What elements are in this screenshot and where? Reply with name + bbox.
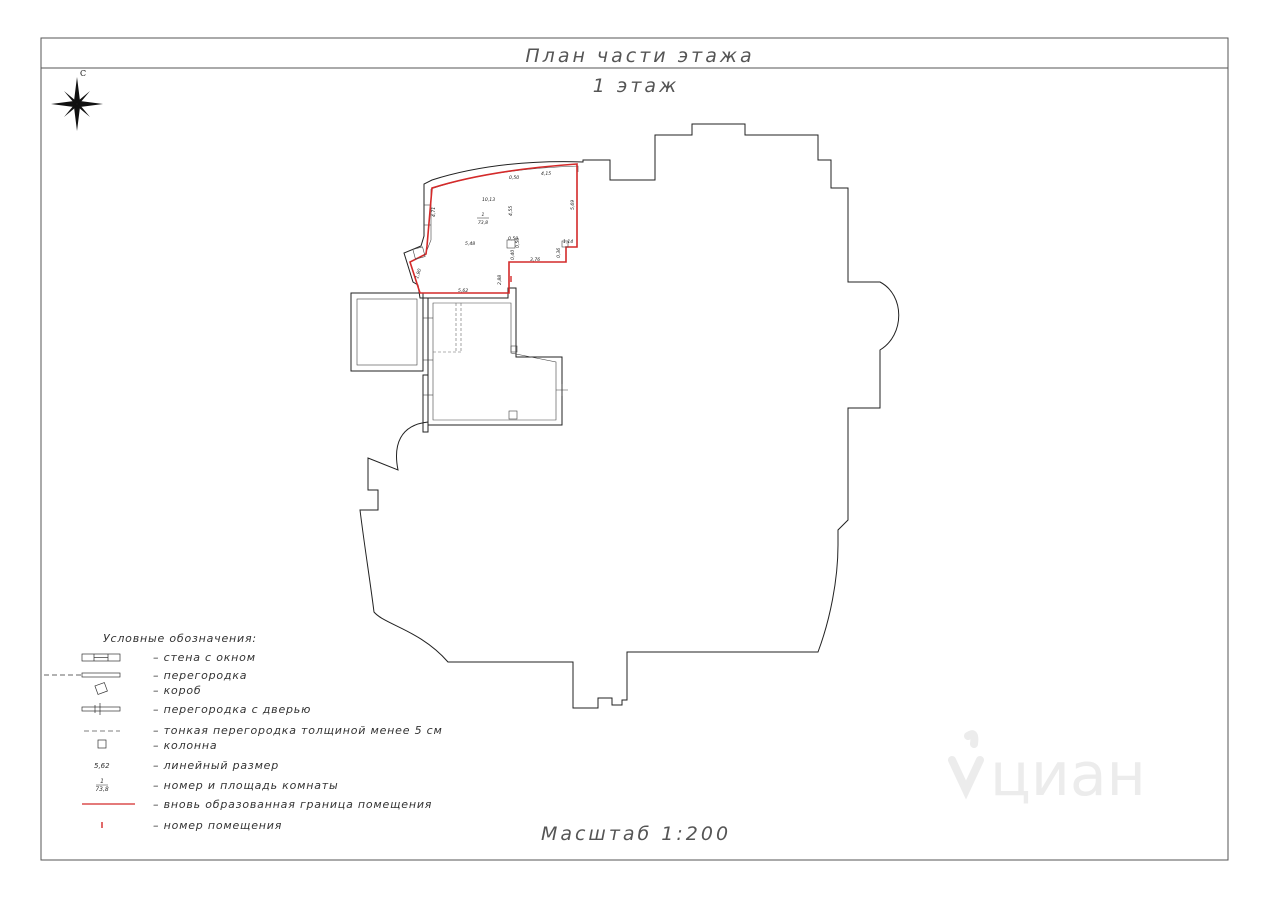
adjacent-room-walls — [427, 287, 563, 426]
dim-label: 5,48 — [465, 241, 475, 247]
room-column — [506, 239, 516, 249]
north-compass-icon: С — [51, 69, 103, 131]
legend-symbol-wall-window — [81, 653, 121, 662]
legend-text: – перегородка — [153, 669, 247, 682]
dim-label: 10,13 — [482, 197, 495, 203]
column-2 — [508, 410, 518, 420]
legend-text: – колонна — [153, 739, 217, 752]
adjacent-room-inner — [432, 302, 557, 421]
legend-text: – перегородка с дверью — [153, 703, 311, 716]
column-1 — [510, 345, 518, 353]
legend-symbol-dimension: 5,62 — [94, 762, 110, 770]
floor-label: 1 этаж — [593, 75, 679, 97]
svg-text:1: 1 — [100, 778, 104, 785]
svg-text:73,8: 73,8 — [95, 786, 109, 793]
dim-label: 0,50 — [515, 238, 521, 248]
duct-box — [412, 246, 426, 260]
dashed-partition — [433, 303, 462, 353]
scale-label: Масштаб 1:200 — [541, 823, 731, 845]
legend-title: Условные обозначения: — [103, 632, 257, 645]
balcony-outer — [350, 292, 424, 372]
dim-label: 0,36 — [556, 248, 562, 258]
watermark-text: циан — [990, 740, 1146, 810]
watermark: циан — [948, 730, 1146, 810]
dim-label: 0,40 — [510, 250, 516, 260]
legend-text: – линейный размер — [153, 759, 279, 772]
dim-label: 5,62 — [458, 288, 468, 294]
legend-symbol-partition — [44, 672, 121, 678]
legend-symbol-duct — [94, 682, 108, 695]
drawing-frame — [40, 37, 1229, 861]
dim-label: 3,76 — [530, 257, 540, 263]
legend: Условные обозначения: – стена с окном – … — [44, 632, 443, 832]
dim-label: 2,88 — [497, 275, 503, 285]
legend-symbol-column — [97, 739, 107, 749]
north-label: С — [80, 69, 86, 78]
dim-label: 0,50 — [508, 236, 518, 242]
legend-text: – стена с окном — [153, 651, 256, 664]
inner-wall-north — [430, 165, 579, 190]
dim-label: 4,15 — [541, 171, 551, 177]
building-outline — [359, 123, 900, 709]
room-number: 1 — [482, 212, 485, 218]
legend-text: – тонкая перегородка толщиной менее 5 см — [153, 724, 443, 737]
dim-label: 0,50 — [509, 175, 519, 181]
plan-title: План части этажа — [525, 45, 754, 67]
dim-label: 1,90 — [414, 268, 423, 280]
dim-label: 1,14 — [563, 239, 573, 245]
dim-label: 5,69 — [570, 200, 576, 210]
legend-text: – вновь образованная граница помещения — [153, 798, 432, 811]
room-boundary — [409, 163, 578, 294]
legend-symbol-partition-door — [81, 703, 121, 715]
legend-text: – номер и площадь комнаты — [153, 779, 338, 792]
balcony-inner — [356, 298, 418, 366]
door-mark — [556, 384, 568, 396]
legend-text: – номер помещения — [153, 819, 282, 832]
dim-label: 4,71 — [431, 207, 437, 217]
dim-label: 4,55 — [508, 206, 514, 216]
legend-symbol-room-number-area: 1 73,8 — [95, 778, 109, 793]
legend-text: – короб — [153, 684, 201, 697]
room-area: 73,8 — [478, 220, 488, 226]
corner-column — [561, 240, 569, 248]
